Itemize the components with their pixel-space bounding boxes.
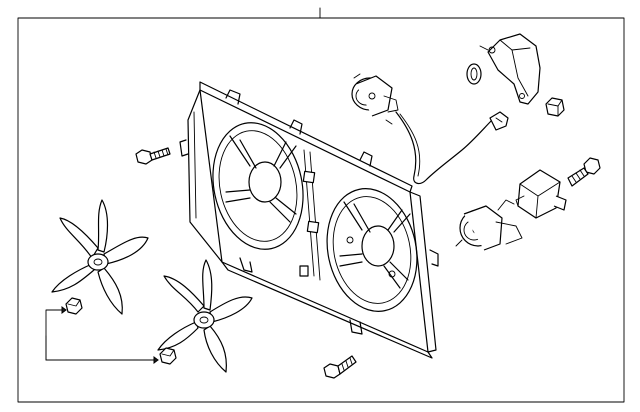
shroud-opening-right bbox=[326, 188, 418, 312]
wiring-harness bbox=[395, 111, 509, 185]
bolt-right bbox=[567, 157, 601, 187]
grommet bbox=[466, 63, 482, 85]
nut-right bbox=[545, 97, 565, 117]
bolt-left bbox=[135, 147, 171, 165]
fan-motor-lower bbox=[455, 199, 523, 251]
fan-shroud bbox=[179, 81, 439, 359]
fan-motor-upper bbox=[351, 73, 399, 125]
nut-upper bbox=[65, 297, 83, 315]
nut-lower bbox=[159, 347, 177, 365]
fan-relay bbox=[515, 169, 567, 219]
shroud-bracket bbox=[479, 33, 541, 105]
bolt-bottom bbox=[323, 355, 357, 379]
shroud-opening-left bbox=[212, 122, 304, 250]
fan-blade-right bbox=[157, 259, 253, 373]
nut-leader-line bbox=[45, 306, 159, 364]
fan-blade-left bbox=[51, 199, 149, 315]
diagram-frame bbox=[17, 17, 625, 403]
